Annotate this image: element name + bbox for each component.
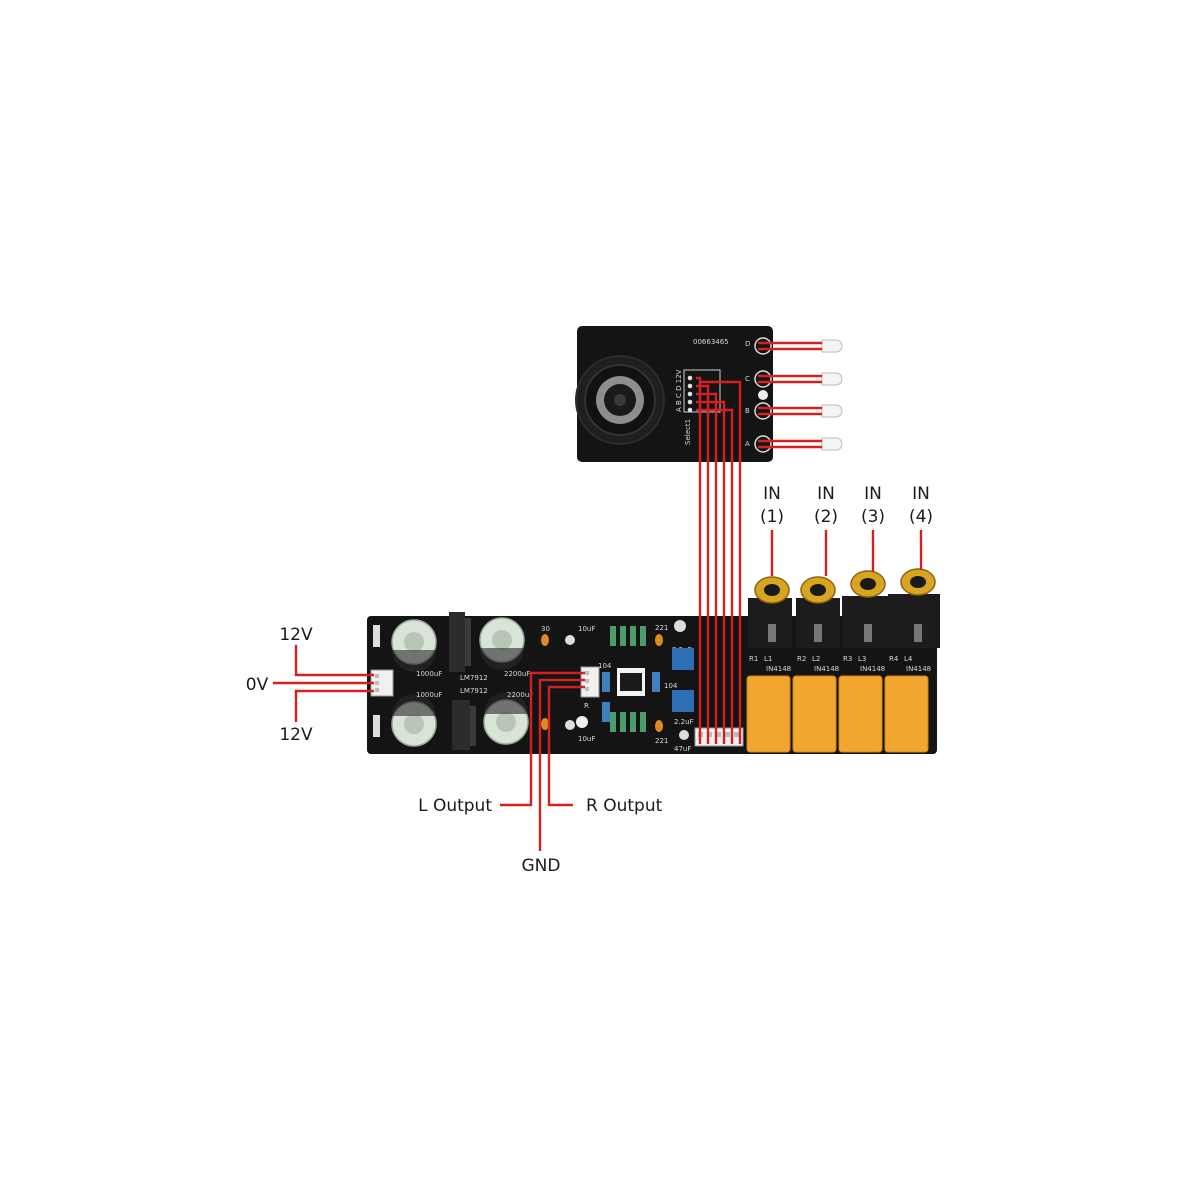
cap-1000-top-label: 1000uF bbox=[416, 670, 442, 678]
l1-label: L1 bbox=[764, 655, 772, 663]
rca-jack-4[interactable] bbox=[888, 568, 940, 648]
rca-jack-3[interactable] bbox=[842, 570, 888, 648]
select-label: Select1 bbox=[684, 419, 692, 445]
in1-label-bottom: (1) bbox=[760, 507, 784, 527]
val-104-left-label: 104 bbox=[598, 662, 612, 670]
in2-label-bottom: (2) bbox=[814, 507, 838, 527]
diode-4-label: IN4148 bbox=[906, 665, 931, 673]
relay-3 bbox=[838, 675, 883, 753]
r3-label: R3 bbox=[843, 655, 852, 663]
led-wires bbox=[758, 341, 822, 449]
input-labels: IN (1) IN (2) IN (3) IN (4) bbox=[760, 484, 933, 527]
r2-label: R2 bbox=[797, 655, 806, 663]
power-label-mid: 0V bbox=[246, 675, 269, 695]
filter-capacitor-4 bbox=[483, 692, 529, 745]
relay-2 bbox=[792, 675, 837, 753]
led-d bbox=[821, 339, 843, 353]
ground-label: GND bbox=[522, 856, 561, 876]
in4-label-top: IN bbox=[912, 484, 930, 504]
trimmer-pot-bottom[interactable] bbox=[672, 690, 694, 712]
filter-capacitor-2 bbox=[391, 694, 437, 747]
power-section: 1000uF 1000uF LM7912 LM7912 bbox=[370, 612, 533, 750]
rca-jack-2[interactable] bbox=[796, 576, 840, 648]
power-label-bottom: 12V bbox=[279, 725, 313, 745]
regulator-bottom-label: LM7912 bbox=[460, 687, 488, 695]
led-c bbox=[821, 372, 843, 386]
cap-1000-bottom-label: 1000uF bbox=[416, 691, 442, 699]
in3-label-bottom: (3) bbox=[861, 507, 885, 527]
input-pointer-lines bbox=[770, 530, 923, 576]
trimmer-pot-top[interactable] bbox=[672, 648, 694, 670]
power-label-top: 12V bbox=[279, 625, 313, 645]
mark-r-label: R bbox=[584, 702, 589, 710]
diode-2-label: IN4148 bbox=[814, 665, 839, 673]
relay-section: R1 L1 R2 L2 R3 L3 R4 L4 IN4148 IN4148 IN… bbox=[746, 655, 931, 753]
val-221-top-label: 221 bbox=[655, 624, 668, 632]
rotary-switch bbox=[575, 355, 665, 445]
cap-2.2uf-bottom-label: 2.2uF bbox=[674, 718, 694, 726]
output-connector[interactable] bbox=[580, 666, 600, 698]
val-30-label: 30 bbox=[541, 625, 550, 633]
power-wires bbox=[273, 645, 374, 722]
rca-inputs bbox=[748, 568, 940, 648]
output-wires bbox=[500, 671, 585, 851]
header-pin-labels: A B C D 12V bbox=[675, 369, 683, 412]
selector-board: 00663465 A B C D 12V Select1 D C B A bbox=[575, 326, 843, 462]
regulator-top-label: LM7912 bbox=[460, 674, 488, 682]
power-connector[interactable] bbox=[370, 669, 394, 697]
right-output-label: R Output bbox=[586, 796, 663, 816]
r1-label: R1 bbox=[749, 655, 758, 663]
cap-10uf-bottom-label: 10uF bbox=[578, 735, 595, 743]
rca-jack-1[interactable] bbox=[748, 576, 792, 648]
filter-capacitor-1 bbox=[391, 619, 437, 672]
cap-2200-bottom-label: 2200uF bbox=[507, 691, 533, 699]
resistor-bank-bottom bbox=[610, 712, 646, 732]
led-sockets: D C B A bbox=[745, 337, 772, 453]
cap-47uf-label: 47uF bbox=[674, 745, 691, 753]
relay-1 bbox=[746, 675, 791, 753]
board-serial: 00663465 bbox=[693, 338, 729, 346]
in3-label-top: IN bbox=[864, 484, 882, 504]
diode-1-label: IN4148 bbox=[766, 665, 791, 673]
control-header[interactable] bbox=[694, 727, 744, 747]
output-labels: L Output R Output GND bbox=[418, 796, 663, 876]
led-b bbox=[821, 404, 843, 418]
r4-label: R4 bbox=[889, 655, 899, 663]
l3-label: L3 bbox=[858, 655, 866, 663]
led-d-label: D bbox=[745, 340, 750, 348]
indicator-leds bbox=[821, 339, 843, 451]
opamp-section: 30 10uF 10uF R bbox=[541, 620, 694, 753]
led-c-label: C bbox=[745, 375, 750, 383]
in2-label-top: IN bbox=[817, 484, 835, 504]
diode-3-label: IN4148 bbox=[860, 665, 885, 673]
voltage-regulator-heatsink bbox=[449, 612, 476, 750]
led-a-label: A bbox=[745, 440, 750, 448]
l4-label: L4 bbox=[904, 655, 913, 663]
left-output-label: L Output bbox=[418, 796, 492, 816]
filter-capacitor-3 bbox=[479, 617, 525, 670]
in1-label-top: IN bbox=[763, 484, 781, 504]
resistor-bank-top bbox=[610, 626, 646, 646]
l2-label: L2 bbox=[812, 655, 820, 663]
led-a bbox=[821, 437, 843, 451]
power-labels: 12V 0V 12V bbox=[246, 625, 313, 745]
led-b-label: B bbox=[745, 407, 750, 415]
selector-cable bbox=[696, 376, 742, 744]
val-104-right-label: 104 bbox=[664, 682, 678, 690]
cap-10uf-top-label: 10uF bbox=[578, 625, 595, 633]
in4-label-bottom: (4) bbox=[909, 507, 933, 527]
opamp-chip bbox=[617, 668, 645, 696]
val-221-bottom-label: 221 bbox=[655, 737, 668, 745]
main-board: 1000uF 1000uF LM7912 LM7912 bbox=[367, 568, 940, 754]
selector-header: A B C D 12V Select1 bbox=[675, 369, 721, 445]
cap-2200-top-label: 2200uF bbox=[504, 670, 530, 678]
relay-4 bbox=[884, 675, 929, 753]
